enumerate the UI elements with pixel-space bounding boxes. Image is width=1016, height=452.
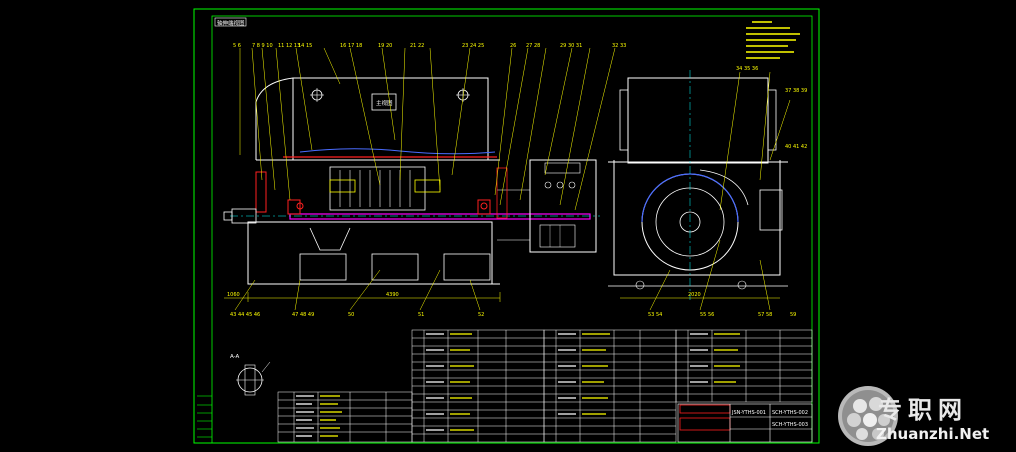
name-plate xyxy=(371,93,397,111)
technical-notes xyxy=(746,21,800,59)
name-plate-label: 主视图 xyxy=(376,99,393,107)
watermark-logo-icon xyxy=(838,386,898,446)
front-view: 主视图 xyxy=(223,43,626,318)
balloon-group-5: 16 17 18 xyxy=(340,43,362,49)
tag-text: 轴伸端视图 xyxy=(217,19,245,27)
exciter-box xyxy=(529,159,597,253)
end-cover-left xyxy=(255,77,294,160)
balloon-group-10: 27 28 xyxy=(526,43,540,49)
balloon-group-6: 19 20 xyxy=(378,43,392,49)
balloon-bottom-4: 51 xyxy=(418,312,424,318)
balloon-group-11: 29 30 31 xyxy=(560,43,582,49)
tag-box xyxy=(214,17,247,27)
watermark-cn: 专职网 xyxy=(878,396,968,424)
drawing-number-a: JSN-YTHS-001 xyxy=(731,410,766,416)
side-housing-top xyxy=(627,77,769,164)
side-balloon-bottom-3: 57 58 xyxy=(758,312,772,318)
watermark-en: Zhuanzhi.Net xyxy=(876,425,990,443)
base-frame xyxy=(247,221,493,285)
shaft xyxy=(289,213,591,220)
dim-side: 2020 xyxy=(688,292,701,298)
balloon-group-12: 32 33 xyxy=(612,43,626,49)
balloon-group-9: 26 xyxy=(510,43,516,49)
balloon-group-4: 14 15 xyxy=(298,43,312,49)
side-balloon-2: 37 38 39 xyxy=(785,88,807,94)
dim-left: 1060 xyxy=(227,292,240,298)
side-balloon-bottom-2: 55 56 xyxy=(700,312,714,318)
balloon-group-8: 23 24 25 xyxy=(462,43,484,49)
dim-total: 4390 xyxy=(386,292,399,298)
frame-housing xyxy=(292,77,489,161)
parts-list-entries xyxy=(296,333,740,437)
left-margin-strip xyxy=(197,395,212,438)
side-balloon-bottom-1: 53 54 xyxy=(648,312,662,318)
balloon-bottom-2: 47 48 49 xyxy=(292,312,314,318)
side-balloon-3: 40 41 42 xyxy=(785,144,807,150)
title-block xyxy=(677,403,813,443)
drawing-number-b: SCH-YTHS-002 xyxy=(772,410,808,416)
inner-frame xyxy=(211,15,813,444)
balloon-bottom-3: 50 xyxy=(348,312,354,318)
drawing-number-c: SCH-YTHS-003 xyxy=(772,422,808,428)
balloon-group-1: 5 6 xyxy=(233,43,241,49)
parts-list xyxy=(277,329,813,443)
balloon-group-7: 21 22 xyxy=(410,43,424,49)
side-balloon-bottom-4: 59 xyxy=(790,312,796,318)
section-title: A-A xyxy=(230,354,240,360)
balloon-group-2: 7 8 9 10 xyxy=(252,43,273,49)
balloon-bottom-5: 52 xyxy=(478,312,484,318)
section-view: A-A xyxy=(230,354,271,396)
side-view: 34 35 36 37 38 39 40 41 42 2020 53 54 55… xyxy=(608,66,807,318)
side-balloon-1: 34 35 36 xyxy=(736,66,758,72)
balloon-group-3: 11 12 13 xyxy=(278,43,300,49)
balloon-bottom-1: 43 44 45 46 xyxy=(230,312,260,318)
